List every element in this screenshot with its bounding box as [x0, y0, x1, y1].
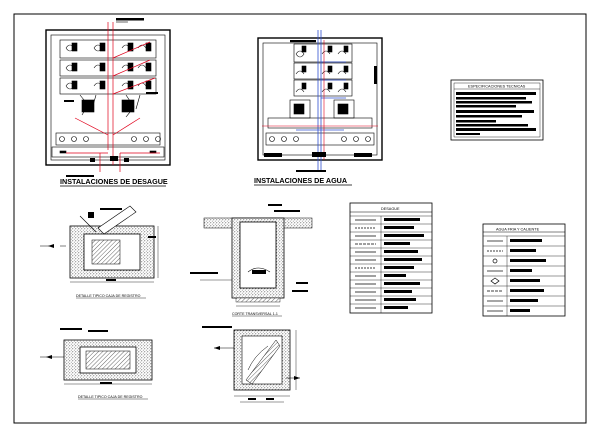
legend-agua-title: AGUA FRIA Y CALIENTE: [496, 228, 540, 232]
drain-pipes: [66, 22, 160, 172]
detail-caja-1-caption: DETALLE TIPICO CAJA DE REGISTRO: [76, 294, 141, 298]
toilet-fixtures-left: [51, 39, 165, 158]
sheet-frame: [13, 13, 587, 424]
corte-caption: CORTE TRANSVERSAL 1-1: [232, 312, 278, 316]
water-pipes: [296, 30, 346, 170]
legend-agua: [482, 223, 566, 317]
legend-desague-title: DESAGUE: [381, 207, 400, 211]
detail-caja-seccion: [202, 326, 300, 403]
detail-caja-2-caption: DETALLE TIPICO CAJA DE REGISTRO: [78, 395, 143, 399]
plan-left-title: INSTALACIONES DE DESAGUE: [60, 177, 168, 186]
specs-box: [450, 79, 544, 141]
plan-agua: [257, 30, 383, 172]
detail-caja-registro-2: DETALLE TIPICO CAJA DE REGISTRO: [40, 328, 153, 400]
plan-desague: [45, 18, 171, 177]
legend-desague: [349, 202, 433, 314]
specs-title: ESPECIFICACIONES TECNICAS: [468, 85, 526, 89]
detail-caja-registro-1: DETALLE TIPICO CAJA DE REGISTRO: [40, 205, 159, 299]
detail-corte-transversal: CORTE TRANSVERSAL 1-1: [190, 204, 313, 317]
plan-right-title: INSTALACIONES DE AGUA: [254, 176, 347, 185]
